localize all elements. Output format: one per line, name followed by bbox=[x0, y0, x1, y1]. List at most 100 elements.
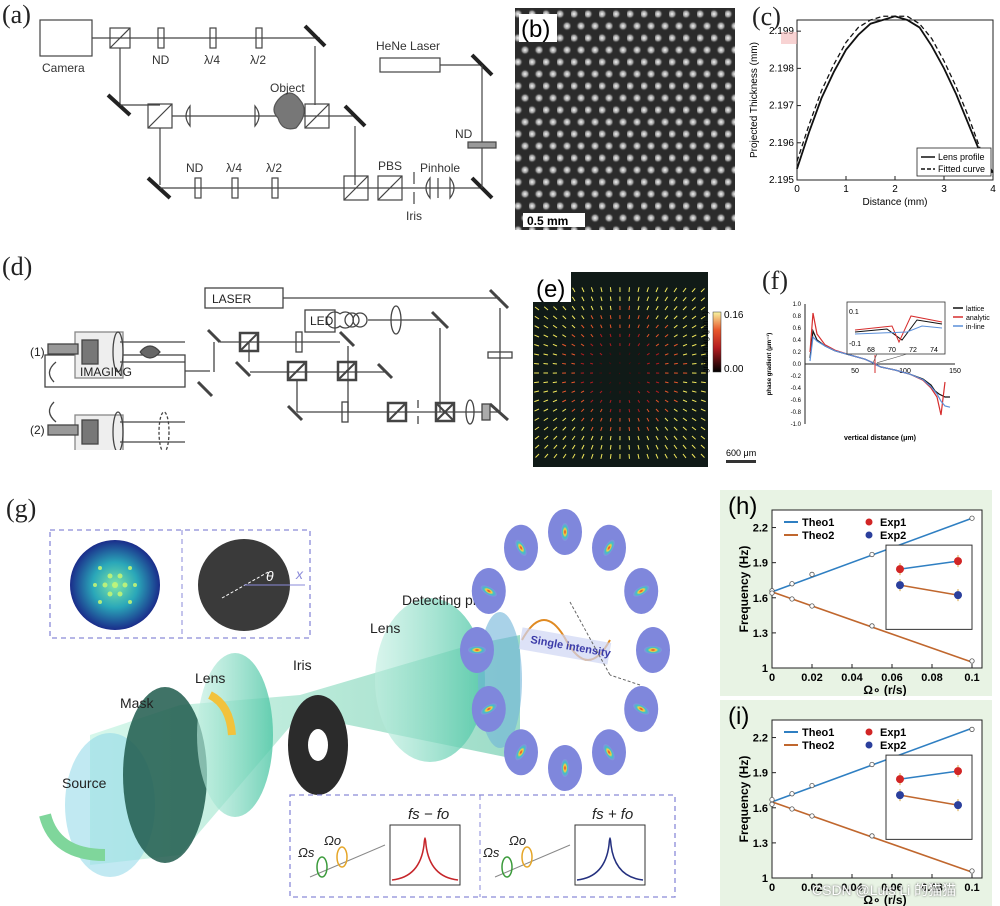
e-scale-bar bbox=[726, 460, 756, 463]
freq-xtick-label: 0.02 bbox=[801, 672, 822, 684]
imaging-text: IMAGING bbox=[80, 365, 132, 379]
freq-panel-label: (h) bbox=[728, 493, 757, 520]
e-arrow bbox=[610, 306, 611, 310]
panel-g-illustration: θ x Source Mask Lens Iris Lens Detecting… bbox=[0, 505, 715, 905]
g-bead-spot bbox=[468, 646, 486, 654]
pinhole-text: Pinhole bbox=[420, 161, 460, 175]
camera-box bbox=[40, 20, 92, 56]
c-xtick-label: 2 bbox=[892, 184, 898, 195]
freq-exp-point bbox=[970, 869, 974, 873]
c-xtick-label: 1 bbox=[843, 184, 849, 195]
freq-inset-point bbox=[954, 591, 962, 599]
iris-text: Iris bbox=[406, 209, 422, 223]
f-inset-pointer bbox=[877, 354, 907, 363]
g-bead-spot bbox=[644, 646, 662, 654]
freq-exp-point bbox=[790, 792, 794, 796]
freq-xtick-label: 0.04 bbox=[841, 672, 863, 684]
panel-f-chart: 1.00.80.60.40.20.0-0.2-0.4-0.6-0.8-1.050… bbox=[765, 296, 1000, 466]
e-arrow bbox=[701, 382, 706, 383]
freq-inset-point bbox=[954, 801, 962, 809]
freq-exp-point bbox=[870, 834, 874, 838]
lens1-text: Lens bbox=[195, 670, 225, 686]
e-arrow bbox=[683, 363, 687, 364]
omega-s-1: Ωs bbox=[298, 845, 315, 860]
f-ylabel: phase gradient (μm⁻¹) bbox=[766, 333, 773, 396]
e-arrow bbox=[610, 454, 611, 459]
freq-inset-point bbox=[896, 791, 904, 799]
f-ytick-label: -0.4 bbox=[791, 386, 802, 392]
e-arrow bbox=[674, 382, 678, 383]
hene-text: HeNe Laser bbox=[376, 39, 440, 53]
c-legend-entry: Lens profile bbox=[938, 152, 985, 162]
f-inset-xtick: 72 bbox=[909, 347, 917, 354]
freq-inset-point bbox=[896, 565, 904, 573]
c-legend-entry: Fitted curve bbox=[938, 164, 985, 174]
freq-legend-swatch bbox=[866, 742, 873, 749]
f-ytick-label: -1.0 bbox=[791, 422, 802, 428]
e-colorbar bbox=[713, 312, 721, 372]
f-legend-entry: in-line bbox=[966, 324, 985, 331]
led-text: LED bbox=[310, 314, 334, 328]
freq-legend-entry: Theo2 bbox=[802, 740, 834, 752]
freq-exp-point bbox=[810, 783, 814, 787]
f-ytick-label: -0.8 bbox=[791, 410, 802, 416]
f-inset-xtick: 70 bbox=[888, 347, 896, 354]
freq-ytick-label: 1.3 bbox=[753, 628, 768, 640]
e-arrow bbox=[629, 409, 630, 412]
freq-ytick-label: 1.6 bbox=[753, 593, 768, 605]
f-ytick-label: 0.4 bbox=[793, 338, 802, 344]
e-arrow bbox=[534, 382, 539, 383]
freq-exp-point bbox=[970, 727, 974, 731]
c-ytick-label: 2.198 bbox=[769, 63, 794, 74]
freq-exp-point bbox=[790, 582, 794, 586]
freq-exp-point bbox=[790, 597, 794, 601]
e-arrow bbox=[571, 363, 575, 364]
freq-panel-label: (i) bbox=[728, 703, 749, 730]
f-xtick-label: 50 bbox=[851, 368, 859, 375]
freq-exp-point bbox=[770, 802, 774, 806]
freq-exp-point bbox=[970, 659, 974, 663]
laser-text: LASER bbox=[212, 292, 252, 306]
freq-xtick-label: 0 bbox=[769, 882, 775, 894]
freq-xtick-label: 0.1 bbox=[964, 672, 979, 684]
e-arrow bbox=[629, 436, 630, 440]
freq-ytick-label: 1 bbox=[762, 873, 768, 885]
freq-exp-point bbox=[790, 807, 794, 811]
nd2-text: ND bbox=[186, 161, 204, 175]
pbs-text: PBS bbox=[378, 159, 402, 173]
e-arrow bbox=[553, 363, 557, 364]
freq-xlabel: Ω∘ (r/s) bbox=[863, 683, 906, 696]
e-arrow bbox=[610, 287, 611, 292]
theta-text: θ bbox=[266, 568, 274, 584]
freq-xtick-label: 0.08 bbox=[921, 672, 942, 684]
nd-right-text: ND bbox=[455, 127, 473, 141]
freq-xtick-label: 0.1 bbox=[964, 882, 979, 894]
f-ytick-label: 1.0 bbox=[793, 302, 802, 308]
q2-text: λ/4 bbox=[226, 161, 242, 175]
f-inset-ytick: -0.1 bbox=[849, 341, 861, 348]
mask-text: Mask bbox=[120, 695, 154, 711]
e-arrow bbox=[562, 382, 566, 383]
panel-c-chart: 012342.1952.1962.1972.1982.199Distance (… bbox=[745, 4, 1000, 226]
g-bead-spot bbox=[561, 759, 569, 777]
e-arrow bbox=[629, 297, 630, 301]
freq-inset-point bbox=[896, 775, 904, 783]
g-bead-spot bbox=[561, 523, 569, 541]
f-xlabel: vertical distance (μm) bbox=[844, 435, 916, 442]
mode2-text: (2) bbox=[30, 423, 45, 437]
mode1-text: (1) bbox=[30, 345, 45, 359]
panel-f-label: (f) bbox=[762, 266, 788, 296]
panel-b-scale: 0.5 mm bbox=[527, 214, 568, 228]
f-inset-xtick: 74 bbox=[930, 347, 938, 354]
e-arrow bbox=[610, 445, 611, 450]
f-ytick-label: 0.2 bbox=[793, 350, 802, 356]
e-arrow bbox=[683, 382, 687, 383]
h2-text: λ/2 bbox=[266, 161, 282, 175]
freq-ytick-label: 1.3 bbox=[753, 838, 768, 850]
e-scale-text: 600 μm bbox=[726, 448, 756, 458]
freq-ytick-label: 2.2 bbox=[753, 523, 768, 535]
panel-e-vector-field: (e)0.160.00grad. mag (μm⁻¹)600 μm bbox=[533, 272, 768, 472]
freq-legend-entry: Theo1 bbox=[802, 727, 834, 739]
freq-legend-entry: Exp1 bbox=[880, 517, 906, 529]
e-arrow bbox=[665, 363, 668, 364]
